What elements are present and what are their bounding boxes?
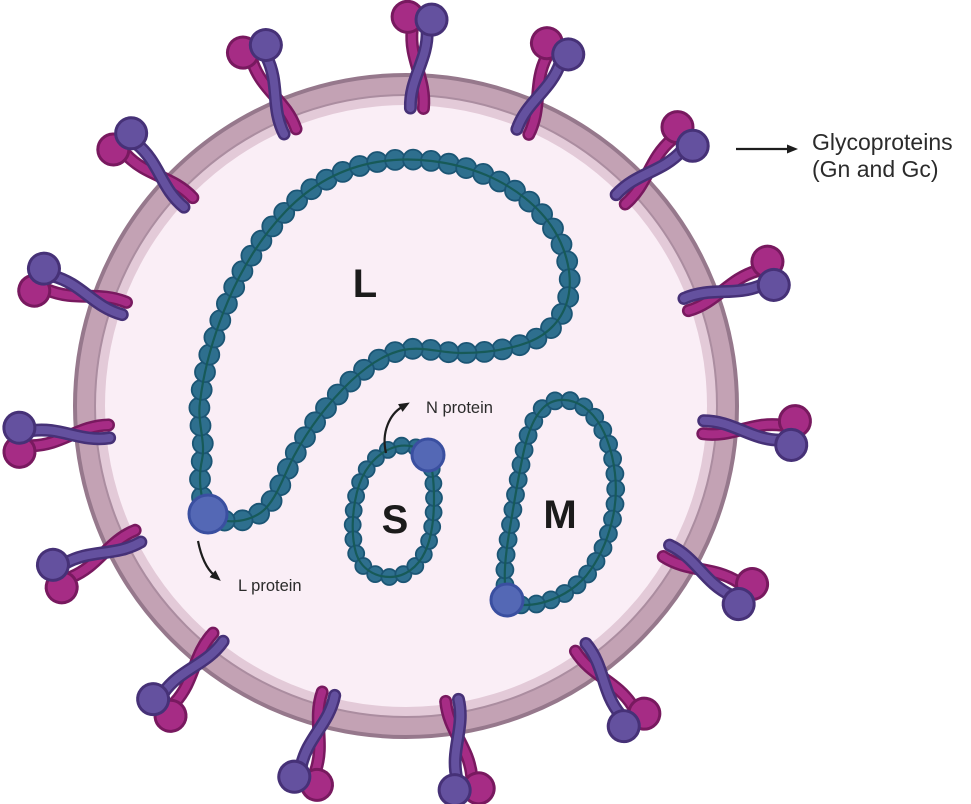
polymerase-node-m — [489, 582, 525, 618]
annotations-layer — [196, 144, 798, 581]
gn-stalk — [159, 637, 228, 698]
rna-segment-s — [343, 436, 446, 586]
glycoprotein-spike-1 — [390, 0, 449, 115]
glycoprotein-spike-12 — [2, 410, 117, 469]
gn-stalk — [512, 58, 565, 134]
l-protein-label: L protein — [238, 577, 302, 595]
l-protein-arrow — [196, 540, 221, 581]
glycoprotein-spike-7 — [568, 637, 662, 744]
n-protein-label: N protein — [426, 399, 493, 417]
glycoprotein-spike-14 — [96, 116, 200, 214]
rna-strand-l — [198, 158, 571, 523]
gn-stalk — [451, 695, 465, 783]
rna-segment-m — [489, 391, 626, 618]
segment-label-L: L — [353, 262, 377, 306]
glycoprotein-spike-9 — [277, 685, 342, 802]
gn-head — [248, 28, 283, 63]
gn-stalk — [665, 541, 735, 600]
gn-stalk — [406, 26, 432, 112]
gn-stalk — [612, 146, 687, 199]
gn-head — [2, 410, 37, 445]
gn-stalk — [581, 639, 625, 719]
glycoprotein-spike-13 — [17, 251, 133, 322]
glycoproteins-label-line1: Glycoproteins — [812, 129, 953, 155]
segment-label-S: S — [382, 498, 409, 542]
gn-head — [136, 682, 171, 717]
segment-label-M: M — [543, 493, 576, 537]
gn-head — [721, 587, 756, 622]
gn-head — [551, 37, 586, 72]
glycoprotein-spike-6 — [656, 538, 770, 622]
rna-segment-l — [187, 148, 581, 535]
glycoprotein-spike-3 — [609, 110, 710, 211]
rna-strand-m — [503, 398, 617, 607]
polymerase-node-s — [410, 437, 446, 473]
gn-head — [35, 547, 70, 582]
polymerase-node-l — [187, 493, 229, 535]
n-protein-arrow — [383, 402, 410, 454]
glycoprotein-spike-15 — [225, 28, 303, 141]
gn-stalk — [132, 139, 188, 212]
gn-head — [414, 2, 449, 37]
gn-head — [114, 116, 149, 151]
glycoprotein-spike-2 — [510, 26, 586, 141]
glycoproteins-label-line2: (Gn and Gc) — [812, 156, 939, 182]
glycoprotein-spike-4 — [677, 244, 791, 318]
gn-head — [26, 251, 61, 286]
gn-head — [756, 267, 791, 302]
labels-layer: L S M N protein L protein Glycoproteins … — [238, 129, 953, 595]
glycoprotein-spike-10 — [136, 626, 230, 733]
gn-head — [774, 427, 809, 462]
gn-stalk — [49, 271, 127, 319]
gn-stalk — [679, 280, 767, 303]
spikes-layer — [2, 0, 812, 804]
gn-head — [277, 759, 312, 794]
gn-stalk — [297, 691, 339, 772]
glycoprotein-spike-5 — [696, 404, 812, 462]
gn-stalk — [60, 538, 145, 568]
gn-stalk — [699, 416, 785, 445]
gn-head — [437, 773, 472, 804]
rna-strand-s — [351, 444, 436, 579]
rna-layer — [187, 148, 626, 618]
gn-head — [675, 128, 710, 163]
gn-stalk — [26, 425, 114, 443]
glycoprotein-spike-11 — [35, 523, 148, 605]
gn-head — [606, 709, 641, 744]
gn-stalk — [262, 52, 289, 138]
